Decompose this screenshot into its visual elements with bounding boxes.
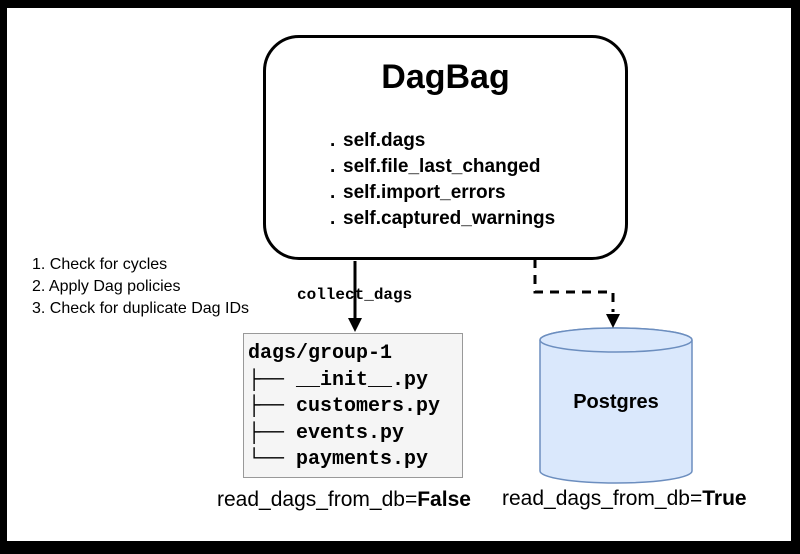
- dagbag-node: DagBag . self.dags . self.file_last_change…: [263, 35, 628, 260]
- caption-read-dags-false: read_dags_from_db=False: [217, 487, 471, 513]
- caption-prefix: read_dags_from_db=: [217, 488, 418, 511]
- bullet-dot: .: [330, 156, 336, 177]
- cylinder-top-ellipse: [539, 327, 693, 353]
- file-entry: ├── __init__.py: [248, 368, 429, 392]
- step-item: 2. Apply Dag policies: [32, 278, 181, 295]
- attribute-text: self.dags: [343, 130, 426, 151]
- attribute-text: self.import_errors: [343, 182, 506, 203]
- dag-processing-steps: 1. Check for cycles 2. Apply Dag policie…: [32, 254, 249, 320]
- folder-name: dags/group-1: [248, 342, 393, 365]
- dagbag-title: DagBag: [381, 58, 510, 96]
- bullet-dot: .: [330, 208, 336, 229]
- caption-prefix: read_dags_from_db=: [502, 487, 703, 510]
- bullet-dot: .: [330, 130, 336, 151]
- step-item: 3. Check for duplicate Dag IDs: [32, 300, 249, 317]
- dag-folder-listing: dags/group-1 ├── __init__.py ├── custome…: [243, 333, 463, 478]
- file-entry: ├── events.py: [248, 421, 405, 445]
- collect-dags-arrow: [348, 261, 362, 332]
- caption-value: False: [417, 488, 471, 511]
- arrow-head: [348, 318, 362, 332]
- postgres-label: Postgres: [573, 391, 659, 413]
- dagbag-attribute: . self.file_last_changed: [330, 154, 555, 180]
- step-item: 1. Check for cycles: [32, 256, 168, 273]
- dashed-arrow-head: [606, 314, 620, 328]
- dagbag-attribute: . self.dags: [330, 128, 555, 154]
- attribute-text: self.captured_warnings: [343, 208, 556, 229]
- dagbag-attributes: . self.dags . self.file_last_changed . self…: [330, 128, 555, 232]
- caption-read-dags-true: read_dags_from_db=True: [502, 486, 747, 512]
- attribute-text: self.file_last_changed: [343, 156, 541, 177]
- dagbag-attribute: . self.captured_warnings: [330, 206, 555, 232]
- dagbag-attribute: . self.import_errors: [330, 180, 555, 206]
- file-entry: ├── customers.py: [248, 395, 441, 418]
- file-entry: └── payments.py: [248, 448, 429, 471]
- dashed-arrow-shaft: [533, 259, 615, 312]
- db-sync-arrow-dashed: [533, 259, 620, 328]
- postgres-cylinder: [539, 327, 693, 484]
- caption-value: True: [702, 487, 747, 510]
- bullet-dot: .: [330, 182, 336, 203]
- collect-dags-label: collect_dags: [297, 286, 413, 304]
